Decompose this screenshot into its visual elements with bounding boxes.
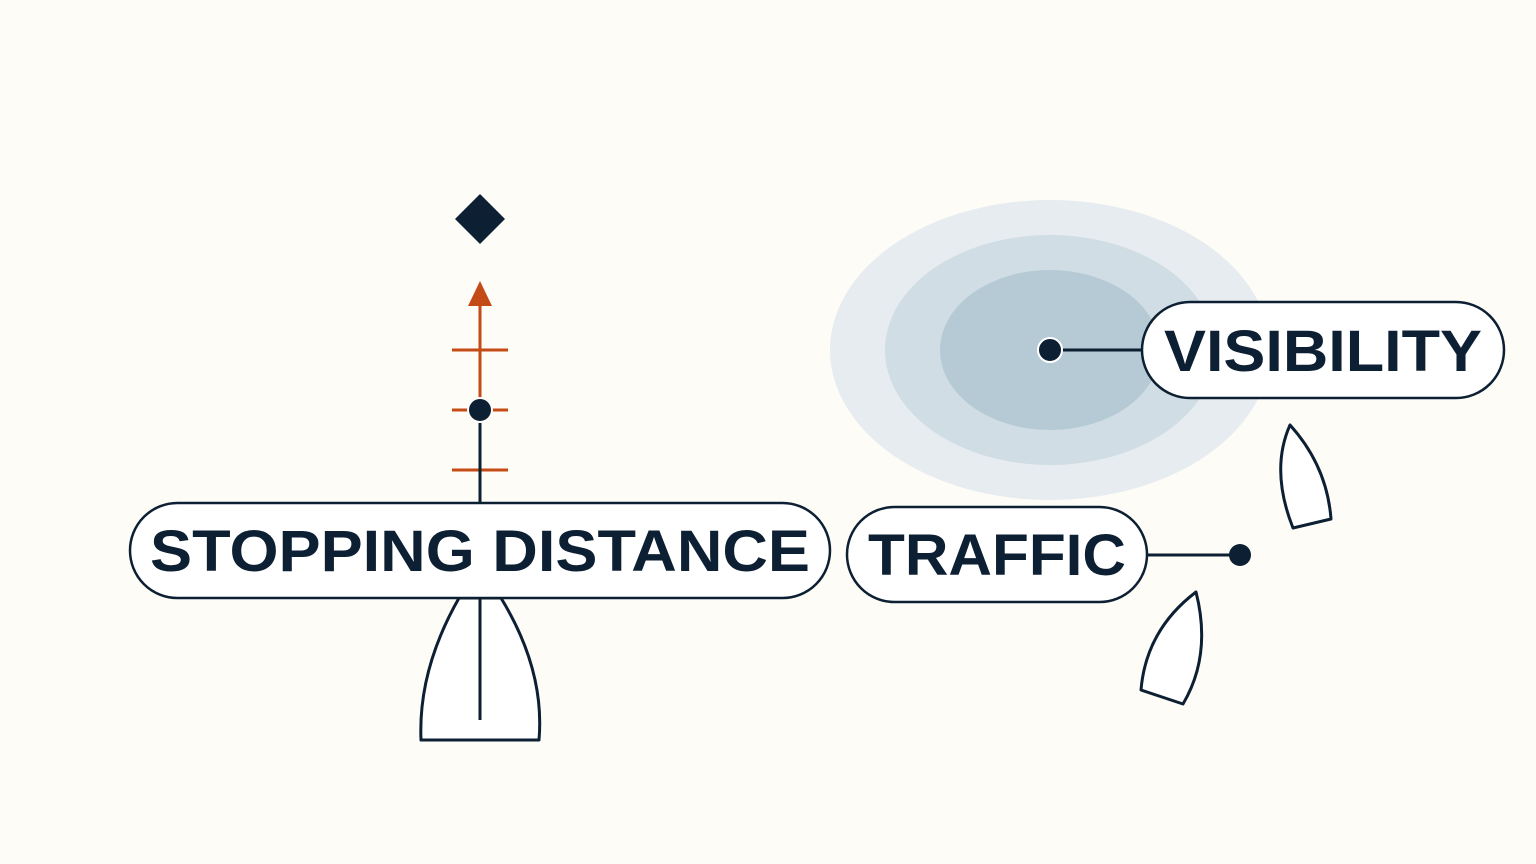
heading-arrow [452, 281, 508, 502]
diamond-icon [455, 194, 505, 244]
visibility-text: VISIBILITY [1164, 319, 1482, 384]
visibility-marker [1037, 337, 1063, 363]
traffic-marker [1229, 544, 1251, 566]
visibility-pill [1140, 300, 1506, 400]
stopping-distance-label: STOPPING DISTANCE [128, 501, 832, 600]
traffic-text: TRAFFIC [868, 523, 1126, 588]
stopping-distance-text: STOPPING DISTANCE [150, 519, 810, 584]
stopping-point [467, 397, 493, 423]
boat-icon [1279, 423, 1333, 530]
traffic-label: TRAFFIC [845, 505, 1149, 604]
boat-icon [419, 596, 542, 742]
traffic-pill [845, 505, 1149, 604]
arrow-up-icon [468, 281, 492, 306]
visibility-label: VISIBILITY [1140, 300, 1506, 400]
stopping-distance-pill [128, 501, 832, 600]
boat-icon [1139, 590, 1204, 706]
